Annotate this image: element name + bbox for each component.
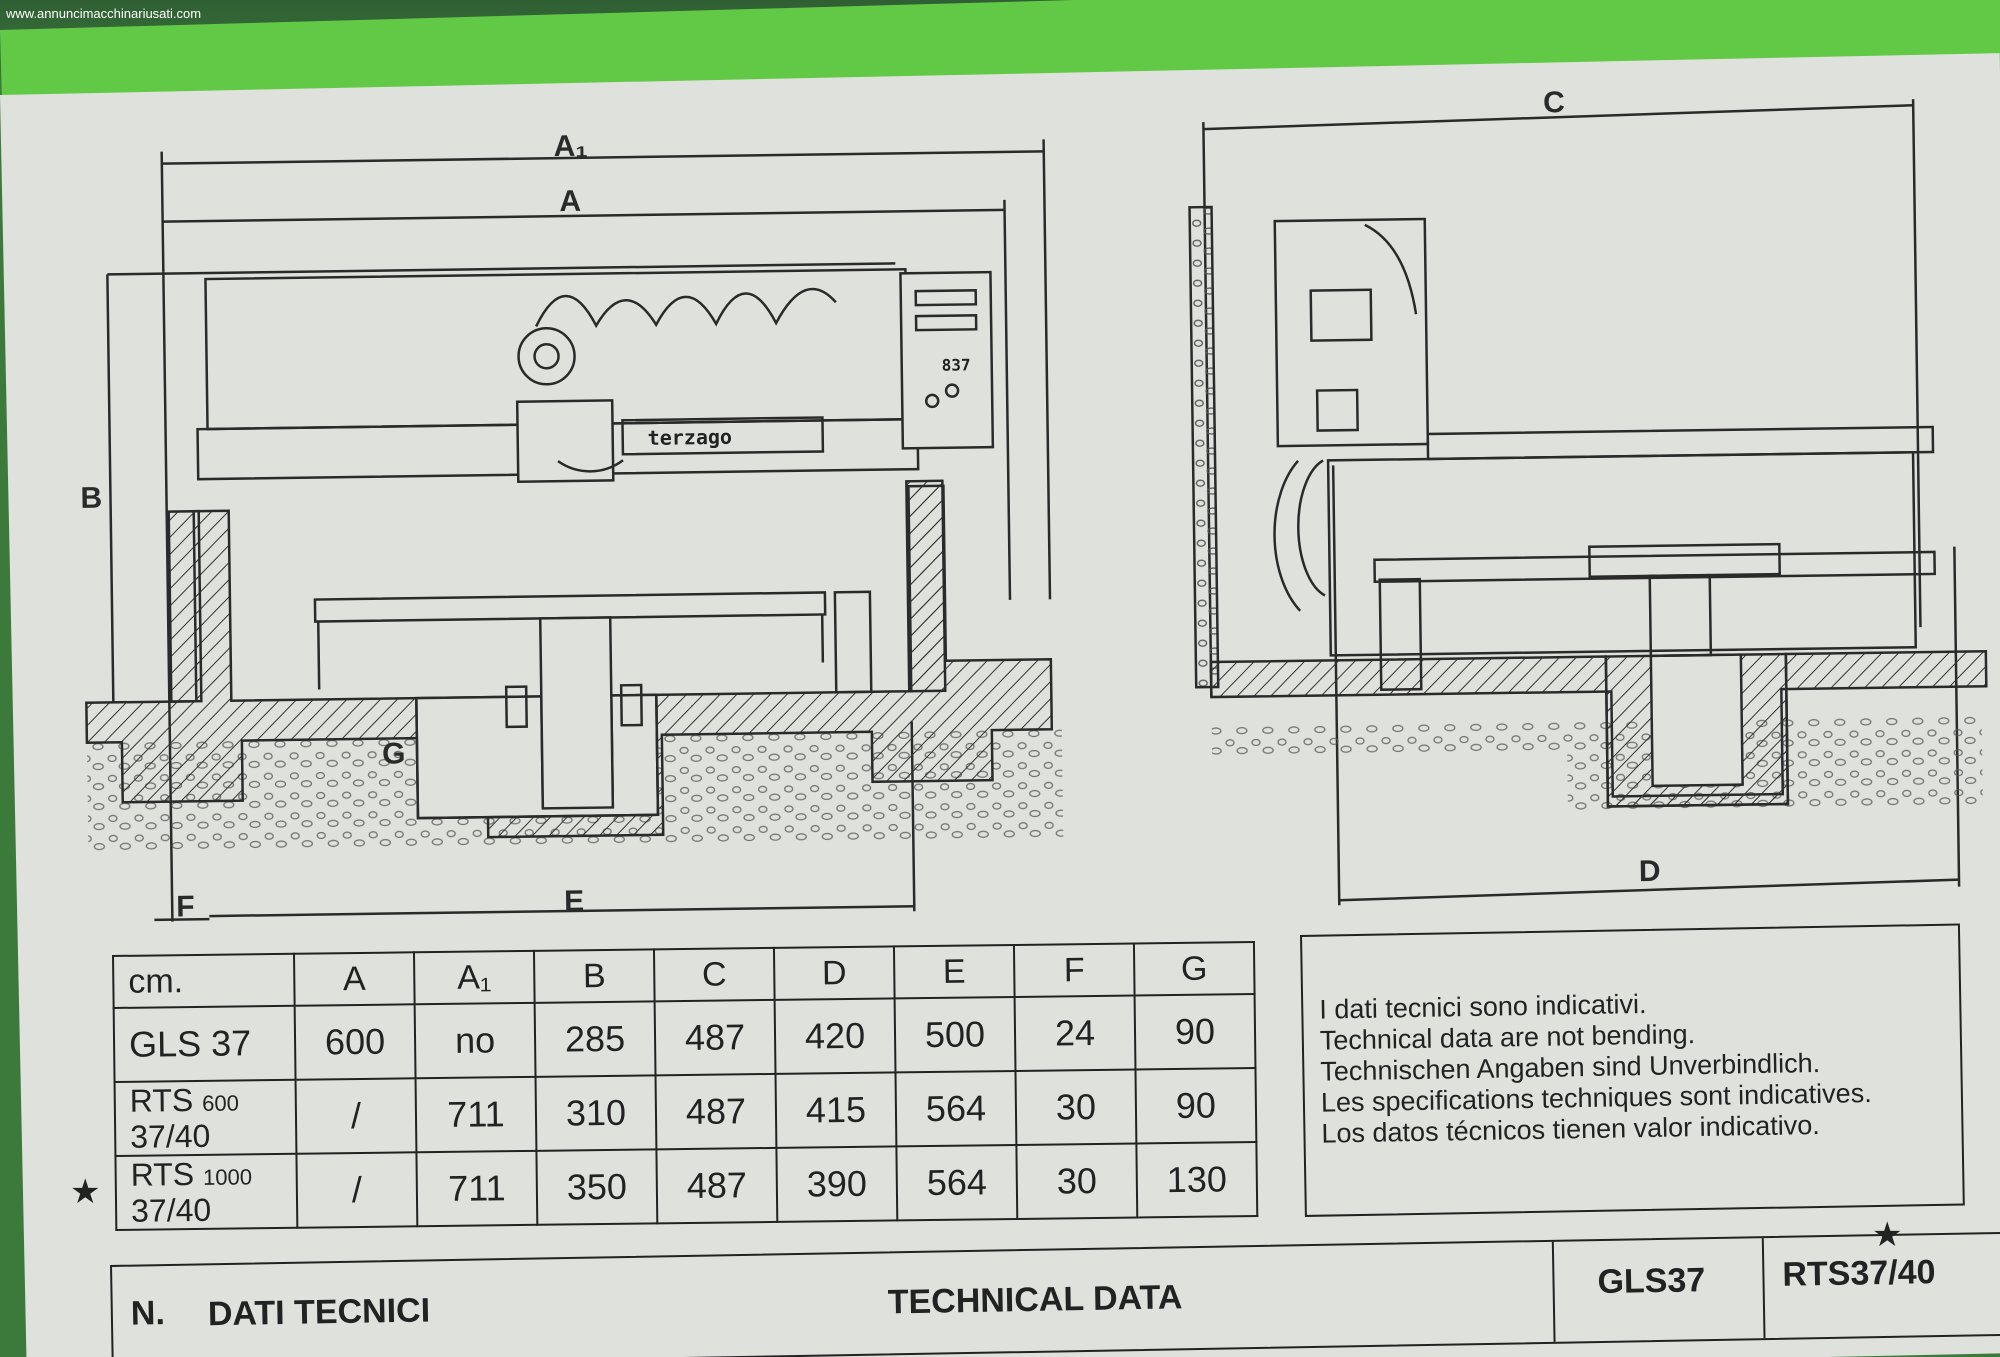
dim-label-g: G xyxy=(382,737,406,770)
cell: 285 xyxy=(534,1001,656,1077)
header-d: D xyxy=(773,946,895,1000)
cell: 390 xyxy=(776,1146,898,1222)
header-a1: A₁ xyxy=(413,950,535,1005)
cell: 564 xyxy=(896,1144,1018,1221)
dim-label-a: A xyxy=(559,185,581,218)
cell: 564 xyxy=(895,1070,1017,1147)
header-n: N. xyxy=(130,1294,166,1333)
header-gls37: GLS37 xyxy=(1597,1261,1706,1302)
dimensions-table: cm. A A₁ B C D E F G GLS 37 600 no 285 4… xyxy=(112,941,1258,1231)
dim-label-d: D xyxy=(1639,855,1661,888)
notes-box: I dati tecnici sono indicativi. Technica… xyxy=(1300,923,1965,1217)
header-rts37-40: RTS37/40 xyxy=(1782,1253,1936,1294)
star-icon-notes: ★ xyxy=(1872,1216,1903,1254)
cell: 350 xyxy=(536,1149,658,1225)
cell: 420 xyxy=(774,998,896,1074)
cell: 24 xyxy=(1014,995,1136,1071)
model-line2: 37/40 xyxy=(130,1117,211,1155)
cell: 711 xyxy=(416,1150,538,1227)
header-b: B xyxy=(533,949,655,1003)
cell: 90 xyxy=(1134,994,1256,1070)
cell: 30 xyxy=(1015,1069,1137,1145)
header-dati-tecnici: DATI TECNICI xyxy=(207,1291,431,1334)
header-e: E xyxy=(893,944,1015,999)
cell: 130 xyxy=(1136,1142,1258,1218)
model-sub: 600 xyxy=(201,1090,240,1116)
row-model: GLS 37 xyxy=(113,1005,296,1082)
header-c: C xyxy=(653,947,775,1002)
cell: no xyxy=(414,1002,536,1079)
header-unit: cm. xyxy=(113,953,295,1008)
panel-label: 837 xyxy=(942,355,971,374)
dim-label-c: C xyxy=(1543,86,1565,119)
brand-label: terzago xyxy=(648,425,733,450)
header-a: A xyxy=(293,952,415,1006)
cell: 90 xyxy=(1135,1068,1257,1144)
column-divider xyxy=(1551,1241,1556,1342)
watermark: www.annuncimacchinariusati.com xyxy=(6,6,202,21)
cell: 415 xyxy=(775,1072,897,1148)
table-row: GLS 37 600 no 285 487 420 500 24 90 xyxy=(113,994,1256,1082)
front-view xyxy=(85,139,1064,922)
star-icon-table: ★ xyxy=(70,1173,101,1211)
dim-label-f: F xyxy=(176,890,195,923)
model-name: RTS xyxy=(129,1082,194,1119)
dim-label-a1: A₁ xyxy=(553,130,588,163)
cell: 600 xyxy=(294,1004,416,1080)
dim-label-b: B xyxy=(80,482,102,515)
model-sub: 1000 xyxy=(202,1164,253,1190)
cell: 487 xyxy=(656,1147,778,1224)
cell: 310 xyxy=(535,1075,657,1151)
header-f: F xyxy=(1013,943,1135,997)
side-view xyxy=(1188,99,1988,906)
header-technical-data: TECHNICAL DATA xyxy=(887,1278,1183,1322)
column-divider xyxy=(1761,1238,1766,1339)
cell: 487 xyxy=(655,1073,777,1150)
model-line2: 37/40 xyxy=(130,1191,212,1229)
cell: 487 xyxy=(654,999,776,1076)
header-g: G xyxy=(1133,942,1255,996)
cell: 30 xyxy=(1016,1143,1138,1219)
cell: / xyxy=(295,1078,417,1154)
cell: 711 xyxy=(415,1076,537,1153)
cell: / xyxy=(296,1152,418,1228)
dim-label-e: E xyxy=(564,885,584,918)
cell: 500 xyxy=(894,996,1016,1073)
model-name: RTS xyxy=(130,1156,195,1193)
